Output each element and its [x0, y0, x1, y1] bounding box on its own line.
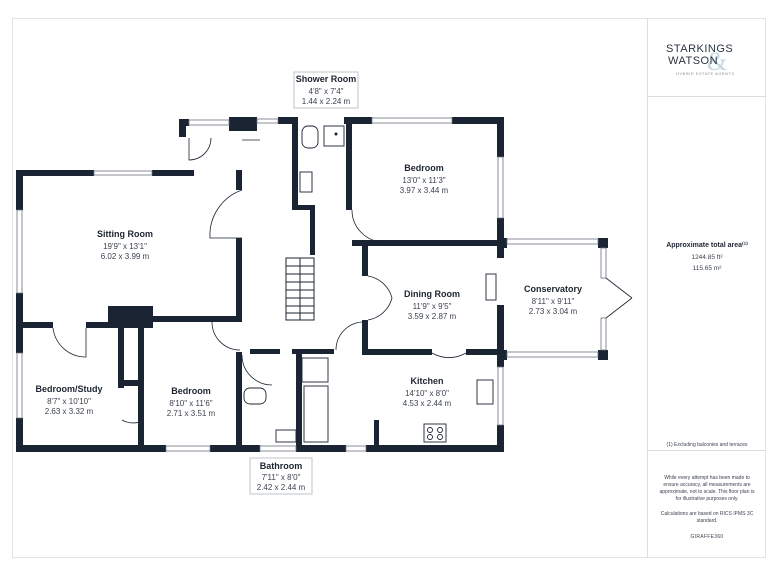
bedroom-2-metric: 2.71 x 3.51 m: [167, 409, 216, 418]
bedroom-1-name: Bedroom: [404, 163, 444, 173]
sitting-room-name: Sitting Room: [97, 229, 153, 239]
conservatory-metric: 2.73 x 3.04 m: [529, 307, 578, 316]
kitchen-imperial: 14'10" x 8'0": [405, 389, 449, 398]
dining-room-metric: 3.59 x 2.87 m: [408, 312, 457, 321]
sitting-room-metric: 6.02 x 3.99 m: [101, 252, 150, 261]
sitting-room-imperial: 19'9" x 13'1": [103, 242, 147, 251]
credit-logo: GIRAFFE360: [690, 534, 724, 540]
area-imperial: 1244.85 ft²: [691, 254, 723, 261]
floor-plan: Shower Room 4'8" x 7'4" 1.44 x 2.24 m Be…: [16, 71, 633, 495]
area-metric: 115.65 m²: [692, 265, 722, 272]
room-labels: Shower Room 4'8" x 7'4" 1.44 x 2.24 m Be…: [35, 71, 582, 495]
dining-room-name: Dining Room: [404, 289, 460, 299]
internal-walls: [23, 124, 497, 445]
bedroom-1-metric: 3.97 x 3.44 m: [400, 186, 449, 195]
conservatory-name: Conservatory: [524, 284, 582, 294]
bathroom-metric: 2.42 x 2.44 m: [257, 483, 306, 492]
bedroom-1-imperial: 13'0" x 11'3": [402, 176, 445, 185]
walls: [16, 117, 608, 452]
bedroom-2-imperial: 8'10" x 11'6": [169, 399, 212, 408]
bathroom-label-box: [249, 457, 313, 495]
area-footnote: (1) Excluding balconies and terraces: [666, 442, 748, 448]
shower-room-name: Shower Room: [296, 74, 357, 84]
brand-ampersand: &: [707, 47, 728, 76]
stairs: [285, 257, 315, 321]
shower-room-imperial: 4'8" x 7'4": [309, 87, 344, 96]
shower-room-metric: 1.44 x 2.24 m: [302, 97, 351, 106]
conservatory-imperial: 8'11" x 9'11": [532, 297, 575, 306]
windows: [16, 117, 504, 452]
area-title: Approximate total area⁽¹⁾: [666, 242, 748, 249]
brand-section: STARKINGS & WATSON HYBRID ESTATE AGENTS: [648, 19, 766, 97]
dining-room-imperial: 11'9" x 9'5": [413, 302, 452, 311]
shower-room-label-box: [293, 71, 359, 109]
disclaimer: While every attempt has been made to ens…: [659, 475, 755, 502]
bathroom-name: Bathroom: [260, 461, 303, 471]
study-name: Bedroom/Study: [35, 384, 102, 394]
kitchen-name: Kitchen: [410, 376, 443, 386]
doors: [52, 137, 467, 424]
brand-line-1: STARKINGS: [666, 43, 734, 55]
brand-line-2: WATSON: [668, 55, 719, 67]
area-section: Approximate total area⁽¹⁾ 1244.85 ft² 11…: [648, 97, 766, 451]
study-metric: 2.63 x 3.32 m: [45, 407, 94, 416]
study-imperial: 8'7" x 10'10": [47, 397, 91, 406]
kitchen-metric: 4.53 x 2.44 m: [403, 399, 452, 408]
bathroom-imperial: 7'11" x 8'0": [262, 473, 301, 482]
calculation-note: Calculations are based on RICS IPMS 3C s…: [660, 511, 754, 524]
bedroom-2-name: Bedroom: [171, 386, 211, 396]
floorplan-frame: [12, 18, 766, 558]
brand-tagline: HYBRID ESTATE AGENTS: [676, 71, 735, 76]
fixtures: [243, 125, 497, 443]
info-sidebar: STARKINGS & WATSON HYBRID ESTATE AGENTS …: [647, 19, 766, 557]
conservatory-glazing: [506, 238, 633, 358]
